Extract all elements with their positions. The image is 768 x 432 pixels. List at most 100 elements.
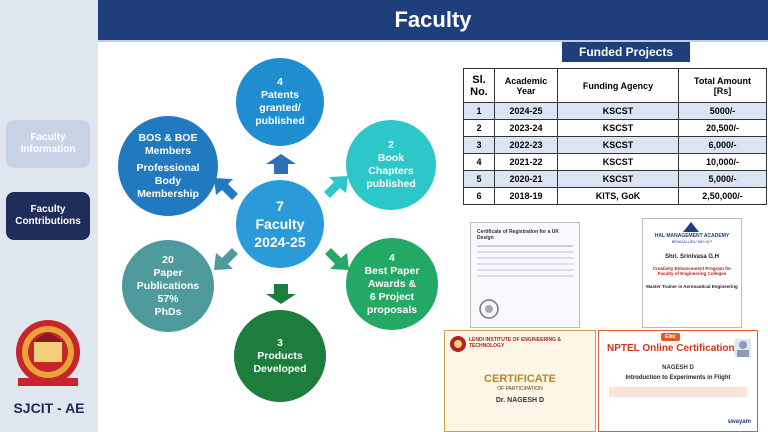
patents-count: 4 [277, 76, 283, 88]
hal-role: Master Trainer in Aeronautical Engineeri… [646, 284, 738, 289]
cell-amount: 10,000/- [678, 153, 767, 171]
cell-sl: 5 [463, 170, 495, 188]
cell-agency: KSCST [557, 170, 679, 188]
bos-label: Members [144, 144, 192, 157]
uk-design-certificate: Certificate of Registration for a UK Des… [470, 222, 580, 328]
lendi-certificate: LENDI INSTITUTE OF ENGINEERING & TECHNOL… [444, 330, 596, 432]
patents-label: Patents [261, 89, 299, 101]
cell-sl: 6 [463, 187, 495, 205]
nptel-course: Introduction to Experiments in Flight [625, 375, 731, 381]
phd-percent: 57% [157, 292, 179, 305]
nptel-title: NPTEL Online Certification [607, 343, 735, 354]
membership-label: Professional [136, 161, 200, 174]
membership-label: Membership [137, 187, 199, 200]
lendi-heading: CERTIFICATE [484, 373, 556, 385]
arrow-up-icon [266, 154, 296, 174]
hal-program: Creativity Enhancement Program for [652, 266, 732, 271]
center-label: Faculty [255, 216, 305, 232]
hal-org-city: BENGALURU 560 017 [671, 239, 713, 244]
lendi-subheading: OF PARTICIPATION [497, 386, 543, 392]
arrow-down-icon [266, 284, 296, 304]
book-chapters-circle: 2 Book Chapters published [346, 120, 436, 210]
page-title: Faculty [394, 7, 472, 32]
arrow-down-right-icon [325, 248, 349, 270]
seal-icon [479, 299, 499, 319]
papers-count: 20 [162, 253, 174, 266]
bos-membership-circle: BOS & BOE Members Professional Body Memb… [118, 116, 218, 216]
products-circle: 3 Products Developed [234, 310, 326, 402]
cell-year: 2021-22 [494, 153, 558, 171]
certificate-title: Certificate of Registration for a UK Des… [477, 229, 559, 241]
cell-agency: KSCST [557, 102, 679, 120]
nptel-recipient: NAGESH D [662, 365, 694, 371]
products-label: Products [257, 349, 303, 362]
chapters-label: Chapters [368, 165, 414, 177]
lendi-org: LENDI INSTITUTE OF ENGINEERING & TECHNOL… [469, 337, 561, 349]
patents-circle: 4 Patents granted/ published [236, 58, 324, 146]
lendi-recipient: Dr. NAGESH D [495, 397, 545, 404]
cell-sl: 4 [463, 153, 495, 171]
center-faculty-circle: 7 Faculty 2024-25 [236, 180, 324, 268]
papers-label: Publications [136, 279, 200, 292]
cell-amount: 5000/- [678, 102, 767, 120]
awards-count: 4 [389, 251, 395, 264]
awards-label: 6 Project [369, 290, 415, 303]
center-count: 7 [276, 198, 284, 214]
papers-circle: 20 Paper Publications 57% PhDs [122, 240, 214, 332]
patents-label: granted/ [259, 102, 301, 114]
profile-photo-icon [735, 339, 751, 357]
hal-org: HAL MANAGEMENT ACADEMY [654, 233, 730, 239]
column-header-agency: Funding Agency [557, 68, 679, 103]
cell-agency: KSCST [557, 119, 679, 137]
cell-amount: 20,500/- [678, 119, 767, 137]
membership-label: Body [154, 174, 182, 187]
patents-label: published [255, 115, 305, 127]
awards-label: Best Paper [364, 264, 420, 277]
arrow-up-left-icon [214, 178, 238, 200]
hal-program: Faculty of Engineering Colleges [657, 271, 727, 276]
funded-projects-title: Funded Projects [562, 42, 690, 62]
cell-year: 2024-25 [494, 102, 558, 120]
hal-certificate: HAL MANAGEMENT ACADEMY BENGALURU 560 017… [642, 218, 742, 328]
column-header-amount: Total Amount[Rs] [678, 68, 767, 103]
arrow-up-right-icon [324, 176, 348, 198]
bos-label: BOS & BOE [138, 131, 198, 144]
cell-year: 2020-21 [494, 170, 558, 188]
cell-year: 2023-24 [494, 119, 558, 137]
chapters-count: 2 [388, 139, 394, 151]
awards-label: proposals [366, 303, 418, 316]
chapters-label: Book [377, 152, 405, 164]
cell-agency: KSCST [557, 153, 679, 171]
cell-sl: 1 [463, 102, 495, 120]
awards-label: Awards & [367, 277, 417, 290]
sidebar-item-label: Contributions [15, 216, 81, 227]
arrow-down-left-icon [214, 248, 238, 270]
hal-recipient: Shri. Srinivasa G.H [664, 254, 720, 260]
cell-agency: KSCST [557, 136, 679, 154]
cell-amount: 2,50,000/- [678, 187, 767, 205]
cell-sl: 3 [463, 136, 495, 154]
elite-badge: Elite [661, 333, 680, 341]
lendi-logo-icon [450, 336, 466, 352]
column-header-slno: Sl.No. [463, 68, 495, 103]
sidebar-item-label: Faculty [30, 204, 66, 215]
sidebar-item-label: Faculty [30, 132, 66, 143]
center-year: 2024-25 [254, 234, 306, 250]
cell-agency: KITS, GoK [557, 187, 679, 205]
brand-label: SJCIT - AE [13, 400, 85, 416]
swayam-logo: swayam [727, 419, 751, 425]
cell-year: 2022-23 [494, 136, 558, 154]
products-label: Developed [253, 362, 307, 375]
